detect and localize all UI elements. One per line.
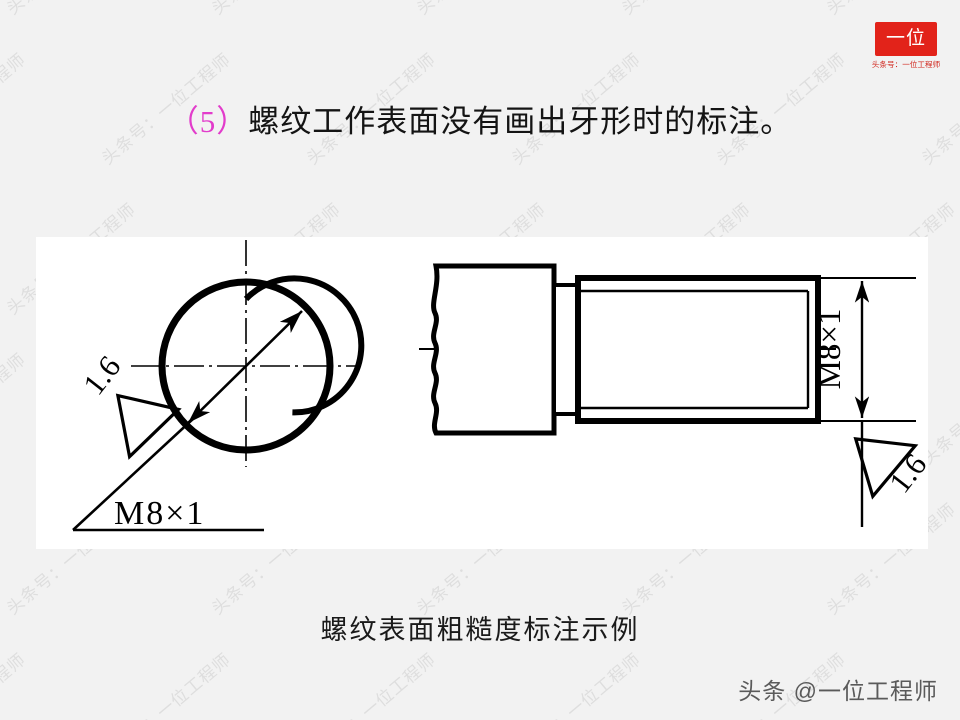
thread-root-arc bbox=[243, 275, 365, 416]
watermark-tile: 头条号：一位工程师 bbox=[615, 0, 755, 19]
watermark-tile: 头条号：一位工程师 bbox=[0, 0, 140, 19]
front-roughness-label: 1.6 bbox=[882, 447, 928, 499]
front-roughness-symbol bbox=[853, 436, 919, 500]
left-thread-label: M8×1 bbox=[114, 495, 205, 532]
thread-leader-line bbox=[72, 417, 195, 531]
bore-dimension-line bbox=[187, 310, 303, 424]
thread-crest-circle bbox=[158, 278, 334, 454]
watermark-tile: 头条号：一位工程师 bbox=[205, 0, 345, 19]
title-number: （5） bbox=[167, 104, 249, 139]
watermark-tile: 头条号：一位工程师 bbox=[0, 649, 30, 720]
watermark-tile: 头条号：一位工程师 bbox=[820, 0, 960, 19]
left-end-view: M8×1 1.6 bbox=[72, 240, 365, 532]
brand-logo: 一位 头条号：一位工程师 bbox=[870, 22, 942, 70]
left-roughness-symbol bbox=[115, 393, 182, 460]
watermark-tile: 头条号：一位工程师 bbox=[508, 649, 645, 720]
bottom-watermark: 头条 @一位工程师 bbox=[738, 678, 938, 704]
head-outline bbox=[431, 263, 557, 436]
shoulder-step bbox=[552, 283, 580, 416]
watermark-tile: 头条号：一位工程师 bbox=[98, 649, 235, 720]
watermark-tile: 头条号：一位工程师 bbox=[303, 649, 440, 720]
technical-drawing-panel: M8×1 1.6 M8×1 1.6 bbox=[36, 237, 928, 549]
title-text: 螺纹工作表面没有画出牙形时的标注。 bbox=[248, 104, 793, 139]
watermark-tile: 头条号：一位工程师 bbox=[410, 0, 550, 19]
front-side-view: M8×1 1.6 bbox=[419, 263, 928, 527]
watermark-tile: 头条号：一位工程师 bbox=[0, 349, 30, 469]
logo-caption: 头条号：一位工程师 bbox=[871, 60, 941, 69]
logo-badge: 一位 bbox=[875, 22, 937, 56]
slide-title: （5）螺纹工作表面没有画出牙形时的标注。 bbox=[0, 96, 960, 141]
figure-caption: 螺纹表面粗糙度标注示例 bbox=[320, 615, 640, 645]
thread-crest-outline bbox=[575, 275, 821, 424]
front-thread-label: M8×1 bbox=[812, 309, 848, 390]
left-roughness-label: 1.6 bbox=[76, 349, 127, 401]
